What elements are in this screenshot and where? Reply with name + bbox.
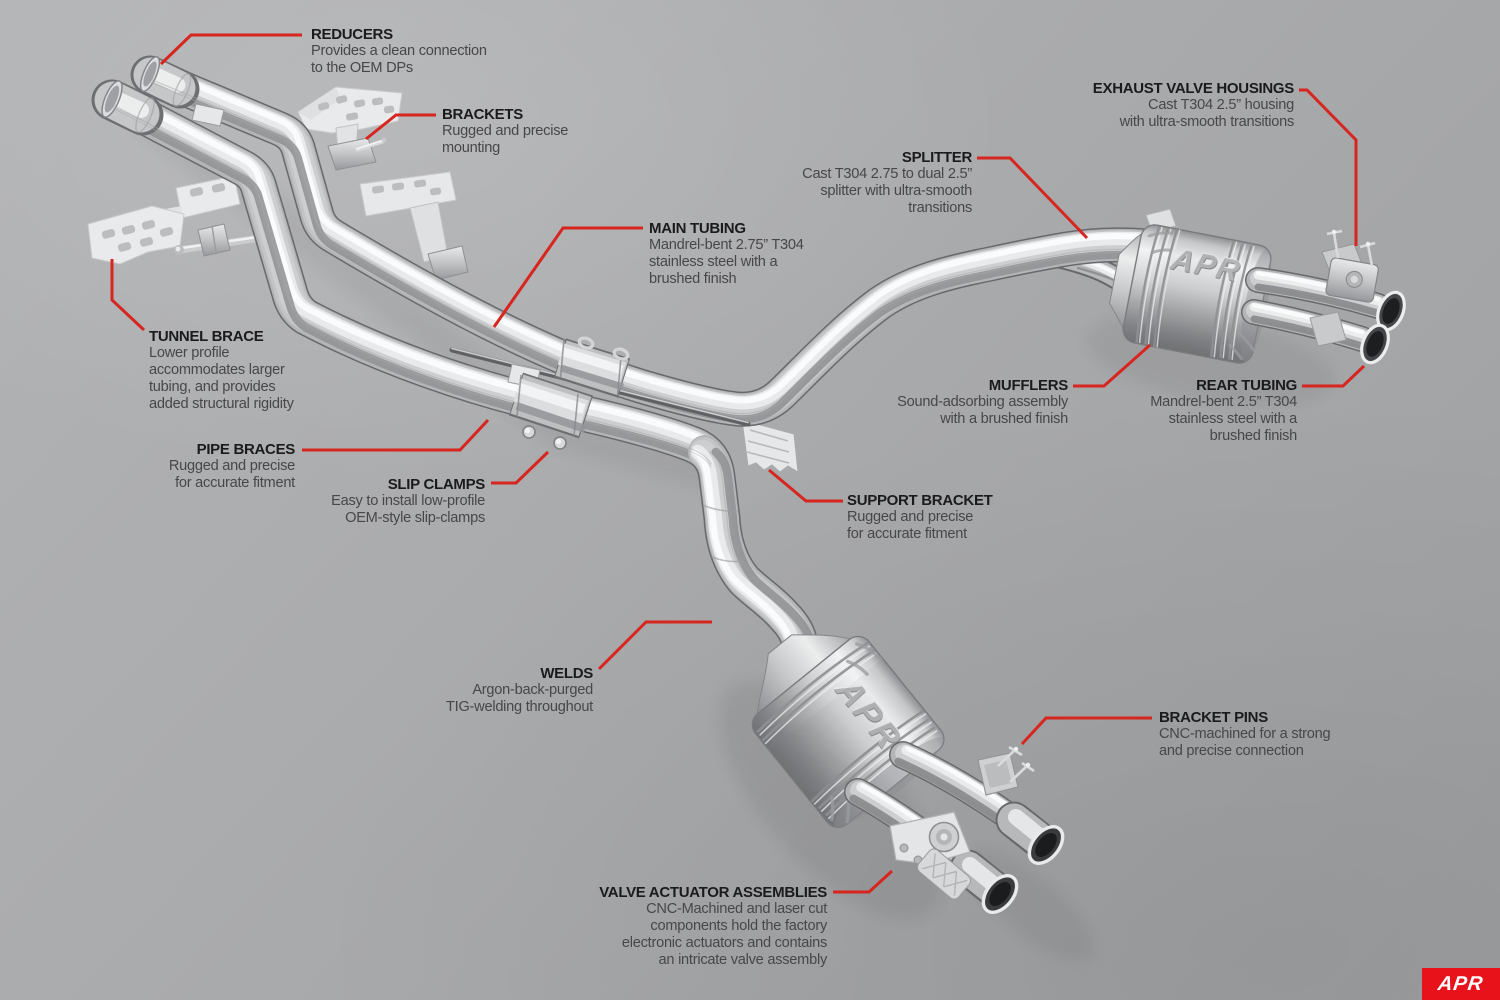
label-valve-actuator-assemblies-title: VALVE ACTUATOR ASSEMBLIES: [599, 884, 827, 901]
label-tunnel-brace-title: TUNNEL BRACE: [149, 328, 264, 345]
label-welds-title: WELDS: [540, 665, 593, 682]
label-bracket-pins: BRACKET PINS CNC-machined for a strong a…: [1159, 709, 1331, 759]
support-bracket-part: [741, 419, 799, 473]
label-valve-actuator-assemblies: VALVE ACTUATOR ASSEMBLIES CNC-Machined a…: [599, 884, 827, 968]
callout-pipe-braces: [302, 418, 490, 452]
callout-splitter: [977, 156, 1089, 240]
mid-hanger-plate: [359, 171, 469, 281]
callout-lines: [110, 33, 1366, 894]
label-main-tubing-title: MAIN TUBING: [649, 220, 746, 237]
label-slip-clamps-title: SLIP CLAMPS: [387, 476, 486, 493]
main-pipe-rear: [130, 55, 1146, 419]
callout-rear-tubing: [1302, 364, 1366, 388]
label-reducers: REDUCERS Provides a clean connection to …: [311, 26, 487, 76]
callout-slip-clamps: [491, 450, 550, 485]
label-splitter: SPLITTER Cast T304 2.75 to dual 2.5” spl…: [802, 149, 972, 216]
main-pipe-front: [91, 79, 811, 645]
callout-valve-actuator: [833, 869, 894, 894]
callout-tunnel-brace: [110, 259, 146, 332]
right-muffler-outlets: [1254, 273, 1406, 365]
apr-corner-logo-text: APR: [1436, 972, 1486, 995]
exhaust-valve-housing-part: [1321, 229, 1379, 303]
callout-bracket-pins: [1020, 716, 1152, 746]
right-exhaust-tips: [1360, 290, 1406, 365]
valve-actuator-part: [889, 811, 971, 900]
label-slip-clamps: SLIP CLAMPS Easy to install low-profile …: [331, 476, 486, 526]
label-support-bracket-title: SUPPORT BRACKET: [847, 492, 993, 509]
label-exhaust-valve-housings-title: EXHAUST VALVE HOUSINGS: [1092, 80, 1295, 97]
label-brackets: BRACKETS Rugged and precise mounting: [442, 106, 569, 156]
label-rear-tubing: REAR TUBING Mandrel-bent 2.5” T304 stain…: [1150, 377, 1297, 444]
tunnel-brace-plates: [87, 175, 264, 265]
label-rear-tubing-title: REAR TUBING: [1196, 377, 1297, 394]
slip-clamps-parts: [508, 336, 631, 450]
hanger-plates: [87, 86, 469, 281]
callout-welds: [597, 620, 712, 671]
bottom-muffler-assembly: APR APR APR: [751, 634, 1065, 914]
callout-reducers: [159, 33, 302, 66]
callout-brackets: [365, 113, 436, 141]
label-pipe-braces-title: PIPE BRACES: [196, 441, 296, 458]
slip-clamp-rear: [553, 336, 631, 398]
label-reducers-title: REDUCERS: [311, 26, 393, 43]
bracket-hanger-plate: [297, 86, 403, 171]
bracket-pins-part: [977, 745, 1035, 796]
label-welds: WELDS Argon-back-purged TIG-welding thro…: [445, 665, 593, 715]
label-exhaust-valve-housings: EXHAUST VALVE HOUSINGS Cast T304 2.5” ho…: [1092, 80, 1295, 130]
label-bracket-pins-title: BRACKET PINS: [1159, 709, 1268, 726]
callout-mufflers: [1073, 343, 1151, 388]
label-splitter-title: SPLITTER: [901, 149, 972, 166]
bottom-muffler-outlets: [853, 749, 1065, 914]
bottom-exhaust-tips: [981, 825, 1065, 914]
callout-support-bracket: [768, 468, 843, 503]
label-tunnel-brace: TUNNEL BRACE Lower profile accommodates …: [149, 328, 294, 412]
callout-exhaust-valve-housings: [1299, 88, 1358, 246]
callout-main-tubing: [492, 226, 643, 328]
slip-clamp-front: [508, 372, 594, 450]
right-muffler-body: APR APR APR: [1109, 224, 1272, 364]
label-brackets-title: BRACKETS: [442, 106, 523, 123]
label-pipe-braces: PIPE BRACES Rugged and precise for accur…: [168, 441, 296, 491]
label-support-bracket: SUPPORT BRACKET Rugged and precise for a…: [847, 492, 993, 542]
rear-bracket: [1309, 311, 1347, 347]
apr-corner-logo: APR: [1422, 968, 1500, 1000]
label-mufflers-title: MUFFLERS: [988, 377, 1069, 394]
label-main-tubing: MAIN TUBING Mandrel-bent 2.75” T304 stai…: [649, 220, 804, 287]
right-muffler-assembly: APR APR APR: [1076, 208, 1406, 365]
label-mufflers: MUFFLERS Sound-adsorbing assembly with a…: [897, 377, 1069, 427]
